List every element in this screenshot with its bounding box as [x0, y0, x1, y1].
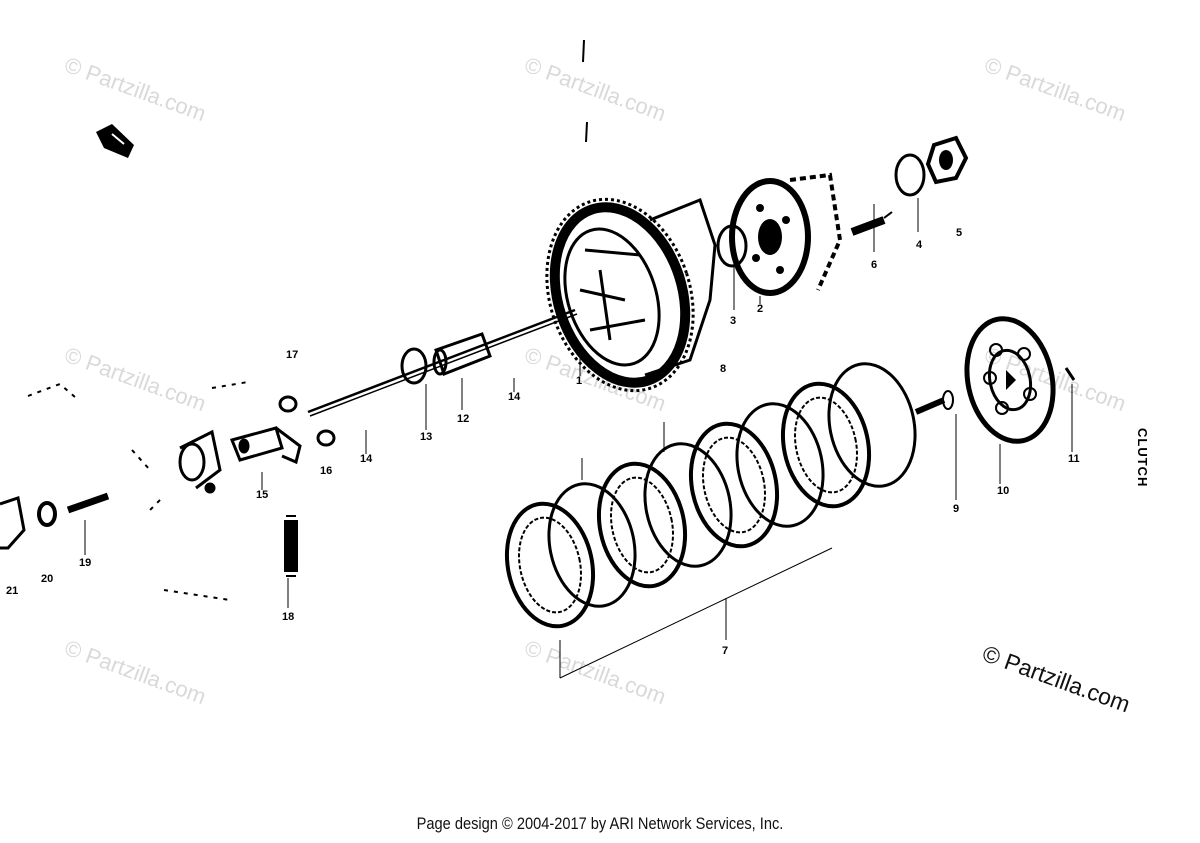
- callout-18: 18: [282, 611, 294, 623]
- leader-line: [585, 121, 588, 143]
- clutch-plate-stack: [504, 362, 917, 629]
- callout-2: 2: [757, 303, 763, 315]
- section-label: CLUTCH: [1135, 428, 1150, 488]
- callout-5: 5: [956, 227, 962, 239]
- cap-part: [0, 496, 26, 550]
- callout-1: 1: [576, 375, 582, 387]
- lock-nut-part: [37, 501, 57, 527]
- callout-10: 10: [997, 485, 1009, 497]
- callout-20: 20: [41, 573, 53, 585]
- push-rod-part: [307, 308, 576, 414]
- callout-6: 6: [871, 259, 877, 271]
- circlip-part: [1064, 367, 1076, 381]
- release-mechanism-part: [178, 395, 336, 494]
- leader-lines: [84, 198, 1073, 679]
- callout-16: 16: [320, 465, 332, 477]
- callout-12: 12: [457, 413, 469, 425]
- callout-9: 9: [953, 503, 959, 515]
- washer-part: [400, 347, 428, 385]
- adjusting-screw-part: [66, 492, 110, 514]
- callout-11: 11: [1068, 453, 1080, 465]
- spring-part: [850, 211, 893, 236]
- callout-4: 4: [916, 239, 923, 251]
- pressure-plate-part: [964, 316, 1056, 444]
- callout-7: 7: [722, 645, 728, 657]
- callout-8: 8: [720, 363, 726, 375]
- callout-17: 17: [286, 349, 298, 361]
- callout-15: 15: [256, 489, 268, 501]
- clutch-housing-part: [545, 197, 717, 393]
- coil-spring-part: [284, 515, 298, 577]
- detent-arrow-part: [96, 124, 134, 158]
- callout-21: 21: [6, 585, 18, 597]
- lock-washer-part: [894, 153, 926, 197]
- callout-13: 13: [420, 431, 432, 443]
- pressure-pin-part: [914, 390, 954, 415]
- sleeve-part: [432, 332, 492, 376]
- callout-19: 19: [79, 557, 91, 569]
- callout-3: 3: [730, 315, 736, 327]
- footer-copyright: Page design © 2004-2017 by ARI Network S…: [416, 814, 784, 833]
- nut-part: [925, 135, 969, 185]
- callout-14: 14: [508, 391, 521, 403]
- clutch-hub-part: [729, 172, 843, 296]
- callout-14b: 14: [360, 453, 373, 465]
- faint-outline: [27, 381, 249, 601]
- leader-line: [582, 39, 585, 63]
